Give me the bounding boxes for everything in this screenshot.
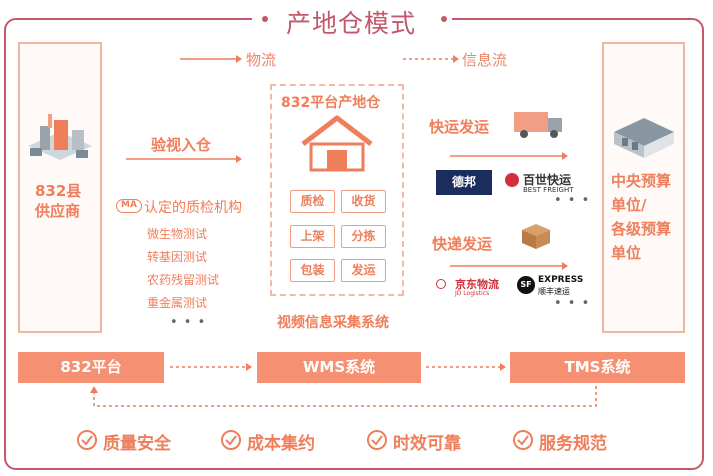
info-return-arrow (90, 386, 597, 407)
title-background (252, 2, 452, 36)
budget-unit-box (602, 42, 685, 333)
sf-badge-icon: SF (517, 276, 535, 294)
sf-express-en: EXPRESS (538, 275, 584, 285)
best-freight-icon (505, 173, 519, 187)
budget-unit-line2: 单位/ (611, 196, 647, 214)
legend-logistics-label: 物流 (246, 51, 277, 69)
fast-freight-arrow (450, 152, 568, 160)
bar-wms-system: WMS系统 (257, 352, 421, 383)
check-icon-quality (77, 430, 97, 450)
warehouse-building-icon (614, 118, 674, 158)
fast-freight-more: • • • (554, 193, 591, 208)
bar-832-platform: 832平台 (18, 352, 164, 383)
check-mark-cost (225, 435, 237, 446)
sf-express-cn: 顺丰速运 (538, 287, 570, 296)
fast-freight-label: 快运发运 (429, 118, 490, 136)
budget-unit-line4: 单位 (611, 244, 642, 262)
cell-sorting: 分拣 (341, 225, 386, 248)
budget-unit-line1: 中央预算 (611, 172, 672, 190)
feature-quality-safety: 质量安全 (103, 434, 171, 454)
supplier-label-line1: 832县 (35, 182, 82, 200)
info-arrow-wms-to-tms (426, 363, 506, 371)
check-mark-quality (81, 435, 93, 446)
cell-receiving: 收货 (341, 190, 386, 213)
title-dot-left (262, 16, 268, 22)
title-dot-right (441, 16, 447, 22)
jd-dog-icon (436, 279, 446, 289)
check-icon-cost (221, 430, 241, 450)
test-item-3: 农药残留测试 (147, 273, 220, 287)
inspection-arrow (126, 155, 242, 163)
supplier-box (18, 42, 102, 333)
check-icon-timeliness (367, 430, 387, 450)
cell-packing: 包装 (290, 259, 335, 282)
parcel-arrow (450, 262, 568, 270)
bar-tms-system: TMS系统 (510, 352, 685, 383)
check-mark-service (517, 435, 529, 446)
cell-shelving: 上架 (290, 225, 335, 248)
jd-logistics-cn: 京东物流 (455, 278, 499, 291)
deppon-logo: 德邦 (436, 170, 492, 195)
feature-timeliness: 时效可靠 (393, 434, 461, 454)
factory-icon (28, 114, 92, 160)
jd-logistics-en: JD Logistics (455, 290, 490, 297)
ma-badge-icon: MA (116, 199, 142, 213)
feature-service-standard: 服务规范 (539, 434, 607, 454)
cell-quality-check: 质检 (290, 190, 335, 213)
legend-info-flow-arrow (403, 55, 459, 63)
parcel-label: 快递发运 (432, 235, 493, 253)
parcel-more: • • • (554, 296, 591, 311)
test-item-4: 重金属测试 (147, 296, 208, 310)
budget-unit-line3: 各级预算 (611, 220, 672, 238)
test-more: • • • (170, 315, 207, 330)
warehouse-title: 832平台产地仓 (281, 95, 381, 111)
best-freight-en: BEST FREIGHT (523, 186, 574, 194)
supplier-label-line2: 供应商 (35, 202, 81, 220)
legend-info-flow-label: 信息流 (462, 51, 508, 69)
warehouse-box (270, 84, 404, 296)
check-icon-service (513, 430, 533, 450)
legend-logistics-arrow (180, 55, 242, 63)
info-arrow-platform-to-wms (170, 363, 252, 371)
check-mark-timeliness (371, 435, 383, 446)
house-icon (301, 115, 373, 172)
test-item-2: 转基因测试 (147, 250, 208, 264)
truck-icon (514, 112, 562, 138)
video-system-label: 视频信息采集系统 (277, 315, 389, 331)
feature-cost-saving: 成本集约 (247, 434, 315, 454)
inspection-org-label: 认定的质检机构 (144, 200, 242, 216)
best-freight-cn: 百世快运 (523, 173, 572, 187)
test-item-1: 微生物测试 (147, 227, 208, 241)
inspection-arrow-label: 验视入仓 (151, 136, 212, 154)
page-title: 产地仓模式 (286, 9, 417, 38)
cell-shipping: 发运 (341, 259, 386, 282)
parcel-box-icon (522, 224, 550, 249)
